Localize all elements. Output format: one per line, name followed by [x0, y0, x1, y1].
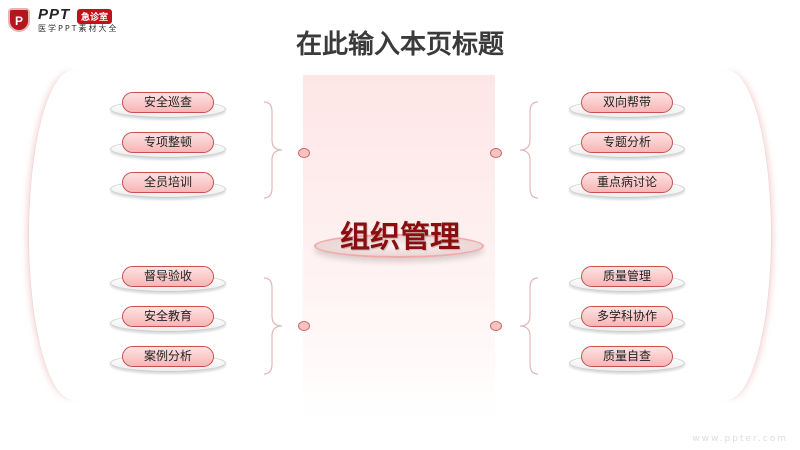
- list-item: 专题分析: [569, 132, 689, 162]
- item-pill: 双向帮带: [581, 92, 673, 113]
- brace-icon: [262, 100, 284, 200]
- center-plate: [314, 234, 484, 258]
- left-arc: [28, 70, 118, 400]
- item-pill: 案例分析: [122, 346, 214, 367]
- connector-dot: [298, 321, 310, 331]
- list-item: 重点病讨论: [569, 172, 689, 202]
- brace-icon: [518, 276, 540, 376]
- connector-dot: [490, 321, 502, 331]
- list-item: 全员培训: [110, 172, 230, 202]
- logo-shield-icon: P: [8, 8, 30, 32]
- item-pill: 多学科协作: [581, 306, 673, 327]
- list-item: 案例分析: [110, 346, 230, 376]
- list-item: 多学科协作: [569, 306, 689, 336]
- page-title: 在此输入本页标题: [295, 30, 504, 60]
- right-arc: [682, 70, 772, 400]
- item-pill: 重点病讨论: [581, 172, 673, 193]
- logo-subtitle: 医学PPT素材大全: [38, 24, 119, 33]
- item-pill: 质量管理: [581, 266, 673, 287]
- logo-text: PPT: [38, 6, 71, 23]
- brace-icon: [518, 100, 540, 200]
- connector-dot: [490, 148, 502, 158]
- item-pill: 全员培训: [122, 172, 214, 193]
- list-item: 专项整顿: [110, 132, 230, 162]
- item-pill: 专项整顿: [122, 132, 214, 153]
- list-item: 安全教育: [110, 306, 230, 336]
- connector-dot: [298, 148, 310, 158]
- list-item: 质量管理: [569, 266, 689, 296]
- list-item: 双向帮带: [569, 92, 689, 122]
- item-pill: 督导验收: [122, 266, 214, 287]
- brace-icon: [262, 276, 284, 376]
- item-pill: 专题分析: [581, 132, 673, 153]
- list-item: 安全巡查: [110, 92, 230, 122]
- logo-tag: 急诊室: [77, 9, 113, 24]
- list-item: 质量自查: [569, 346, 689, 376]
- center-title: 组织管理: [340, 220, 460, 255]
- item-pill: 安全教育: [122, 306, 214, 327]
- item-pill: 安全巡查: [122, 92, 214, 113]
- list-item: 督导验收: [110, 266, 230, 296]
- item-pill: 质量自查: [581, 346, 673, 367]
- watermark: www.ppter.com: [692, 434, 788, 444]
